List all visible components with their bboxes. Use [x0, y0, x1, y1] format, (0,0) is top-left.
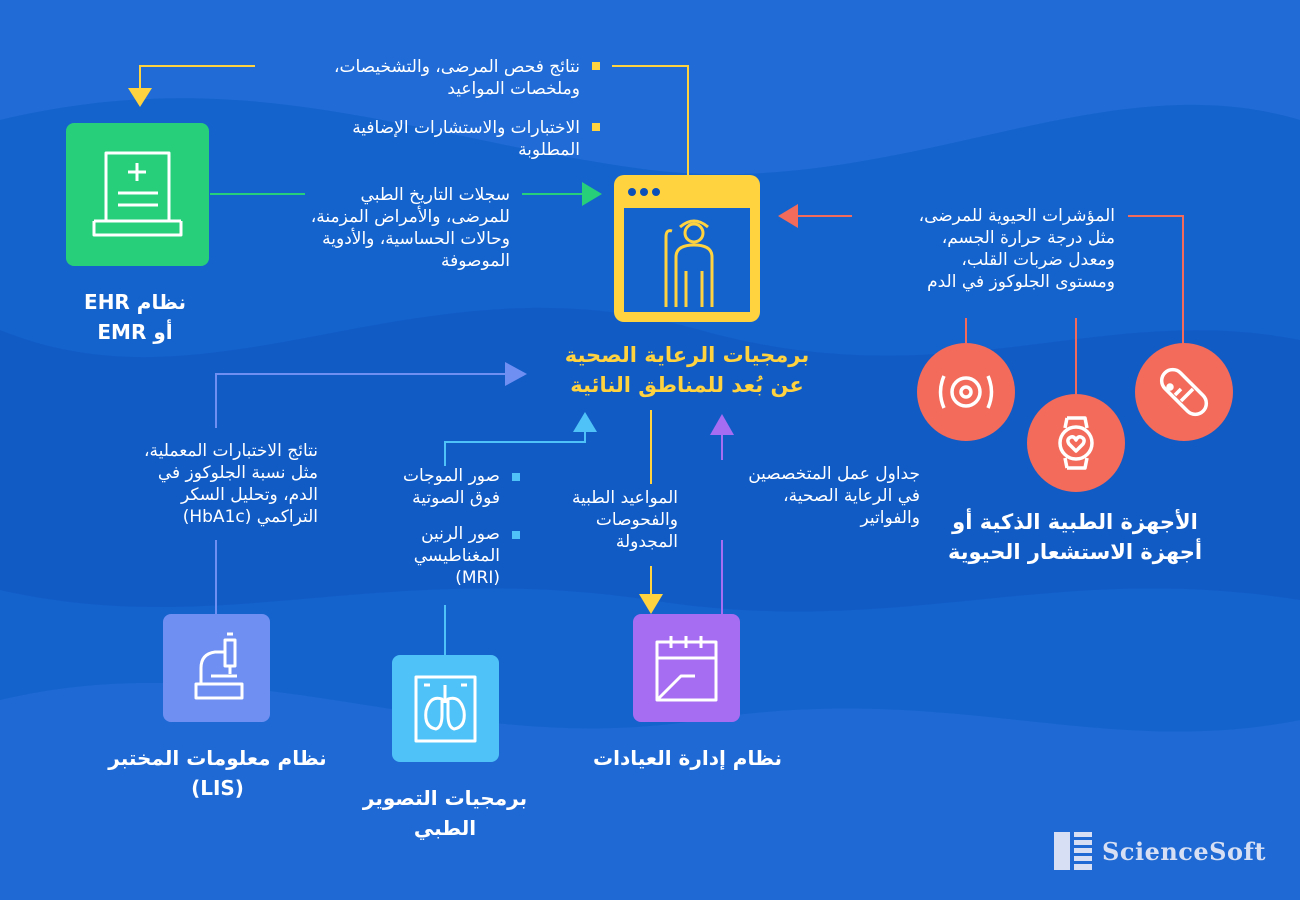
text-line: الاختبارات والاستشارات الإضافية — [352, 118, 580, 138]
center-to-ehr-item: الاختبارات والاستشارات الإضافية المطلوبة — [240, 117, 580, 161]
text-line: مثل نسبة الجلوكوز في — [157, 463, 318, 483]
connector-devices-to-center — [1128, 215, 1184, 372]
connector-lis-to-center — [215, 373, 505, 428]
remote-doctor-window-icon — [624, 188, 750, 312]
text-line: المغناطيسي — [413, 546, 500, 566]
sciencesoft-logo-icon — [1054, 832, 1092, 870]
imaging-to-center-item: صور الرنين المغناطيسي (MRI) — [350, 523, 500, 589]
text-line: والفواتير — [860, 508, 920, 528]
clinic-to-center-label: جداول عمل المتخصصين في الرعاية الصحية، و… — [690, 463, 920, 529]
wearable-band-icon — [1159, 367, 1209, 417]
text-line: وملخصات المواعيد — [447, 79, 580, 99]
clinic-title: نظام إدارة العيادات — [570, 743, 805, 773]
text-line: المطلوبة — [518, 140, 580, 160]
devices-to-center-label: المؤشرات الحيوية للمرضى، مثل درجة حرارة … — [830, 205, 1115, 293]
text-line: فوق الصوتية — [412, 488, 500, 508]
arrow-lis-to-center — [505, 362, 527, 386]
text-line: جداول عمل المتخصصين — [748, 464, 920, 484]
center-title: برمجيات الرعاية الصحية عن بُعد للمناطق ا… — [520, 340, 854, 400]
sensor-circle — [917, 343, 1015, 441]
logo-text: ScienceSoft — [1102, 836, 1266, 866]
ehr-tile — [66, 123, 209, 266]
medical-record-laptop-icon — [92, 151, 183, 237]
center-title-line: عن بُعد للمناطق النائية — [570, 373, 804, 397]
ehr-to-center-label: سجلات التاريخ الطبي للمرضى، والأمراض الم… — [240, 184, 510, 272]
text-line: صور الموجات — [402, 466, 500, 486]
text-line: المجدولة — [615, 532, 678, 552]
devices-title-line: أجهزة الاستشعار الحيوية — [947, 540, 1203, 564]
arrow-to-ehr — [128, 88, 152, 107]
imaging-title: برمجيات التصوير الطبي — [330, 783, 560, 843]
lis-title-line: (LIS) — [191, 776, 244, 800]
text-line: في الرعاية الصحية، — [783, 486, 920, 506]
calendar-icon — [655, 636, 718, 702]
sensor-icon — [938, 375, 994, 409]
bullet-marker — [512, 473, 520, 481]
center-title-line: برمجيات الرعاية الصحية — [564, 343, 810, 367]
connector-ehr-arrow-line — [139, 65, 255, 92]
text-line: سجلات التاريخ الطبي — [360, 185, 510, 205]
text-line: نتائج الاختبارات المعملية، — [144, 441, 318, 461]
devices-title-line: الأجهزة الطبية الذكية أو — [952, 510, 1198, 534]
text-line: الدم، وتحليل السكر — [180, 485, 318, 505]
text-line: ومعدل ضربات القلب، — [961, 250, 1115, 270]
arrow-ehr-to-center — [582, 182, 602, 206]
bullet-marker — [512, 531, 520, 539]
telehealth-center-tile — [614, 175, 760, 322]
imaging-title-line: الطبي — [413, 816, 477, 840]
imaging-tile — [392, 655, 499, 762]
lis-tile — [163, 614, 270, 722]
lis-to-center-label: نتائج الاختبارات المعملية، مثل نسبة الجل… — [60, 440, 318, 528]
text-line: الموصوفة — [441, 251, 510, 271]
connector-imaging-to-center — [444, 428, 586, 466]
sciencesoft-logo: ScienceSoft — [1052, 828, 1274, 874]
text-line: التراكمي (HbA1c) — [182, 507, 318, 527]
arrow-clinic-to-center — [710, 414, 734, 435]
text-line: مثل درجة حرارة الجسم، — [941, 228, 1115, 248]
arrow-imaging-to-center — [573, 412, 597, 432]
connector-center-to-ehr — [612, 65, 689, 175]
watch-circle — [1027, 394, 1125, 492]
ehr-title: نظام EHR أو EMR — [40, 287, 230, 347]
clinic-tile — [633, 614, 740, 722]
imaging-to-center-item: صور الموجات فوق الصوتية — [350, 465, 500, 509]
text-line: ومستوى الجلوكوز في الدم — [927, 272, 1115, 292]
lis-title-line: نظام معلومات المختبر — [108, 746, 327, 770]
text-line: المؤشرات الحيوية للمرضى، — [918, 206, 1115, 226]
ehr-title-line: نظام EHR — [84, 290, 186, 314]
devices-title: الأجهزة الطبية الذكية أو أجهزة الاستشعار… — [930, 507, 1220, 567]
lung-xray-icon — [414, 675, 477, 743]
text-line: وحالات الحساسية، والأدوية — [322, 229, 510, 249]
clinic-title-line: نظام إدارة العيادات — [593, 746, 782, 770]
center-to-ehr-item: نتائج فحص المرضى، والتشخيصات، وملخصات ال… — [240, 56, 580, 100]
arrow-devices-to-center — [778, 204, 798, 228]
ehr-title-line: أو EMR — [97, 320, 173, 344]
smartwatch-icon — [1058, 416, 1094, 470]
lis-title: نظام معلومات المختبر (LIS) — [85, 743, 350, 803]
center-to-clinic-label: المواعيد الطبية والفحوصات المجدولة — [530, 487, 678, 553]
text-line: (MRI) — [455, 568, 500, 588]
bullet-marker — [592, 123, 600, 131]
arrow-center-to-clinic — [639, 594, 663, 614]
text-line: للمرضى، والأمراض المزمنة، — [310, 207, 510, 227]
text-line: المواعيد الطبية — [571, 488, 678, 508]
microscope-icon — [194, 632, 244, 700]
band-circle — [1135, 343, 1233, 441]
imaging-title-line: برمجيات التصوير — [362, 786, 528, 810]
text-line: نتائج فحص المرضى، والتشخيصات، — [333, 57, 580, 77]
text-line: والفحوصات — [595, 510, 678, 530]
text-line: صور الرنين — [421, 524, 500, 544]
bullet-marker — [592, 62, 600, 70]
